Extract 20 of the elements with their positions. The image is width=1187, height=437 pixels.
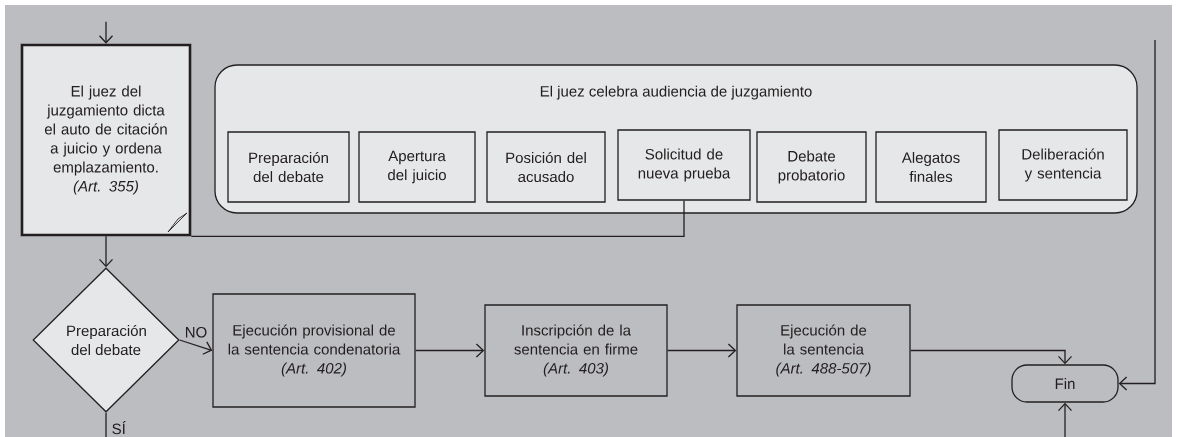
arrow <box>179 339 213 355</box>
arrow <box>415 343 485 358</box>
arrow <box>1118 39 1156 391</box>
note-box: El juez del juzgamiento dicta el auto de citación a juicio y ordena emplazamiento. (Art. 355) <box>20 43 192 237</box>
process-box: Inscripción de la sentencia en firme (Art. 403) <box>484 304 668 397</box>
step-box: Alegatos finales <box>875 131 987 203</box>
step-box: Deliberación y sentencia <box>998 129 1128 201</box>
terminator-box: Fin <box>1011 364 1119 403</box>
arrow <box>1057 402 1073 437</box>
process-box: Ejecución provisional de la sentencia condenatoria (Art. 402) <box>212 293 416 408</box>
step-box: Preparación del debate <box>227 131 350 203</box>
arrow <box>98 21 114 44</box>
step-box: Apertura del juicio <box>358 131 476 203</box>
arrow <box>98 235 114 268</box>
arrow <box>910 349 1073 365</box>
process-box: Ejecución de la sentencia (Art. 488-507) <box>736 304 911 397</box>
step-box: Debate probatorio <box>756 131 867 203</box>
step-box: Solicitud de nueva prueba <box>617 129 751 201</box>
step-box: Posición del acusado <box>486 131 606 203</box>
arrow <box>667 343 737 358</box>
